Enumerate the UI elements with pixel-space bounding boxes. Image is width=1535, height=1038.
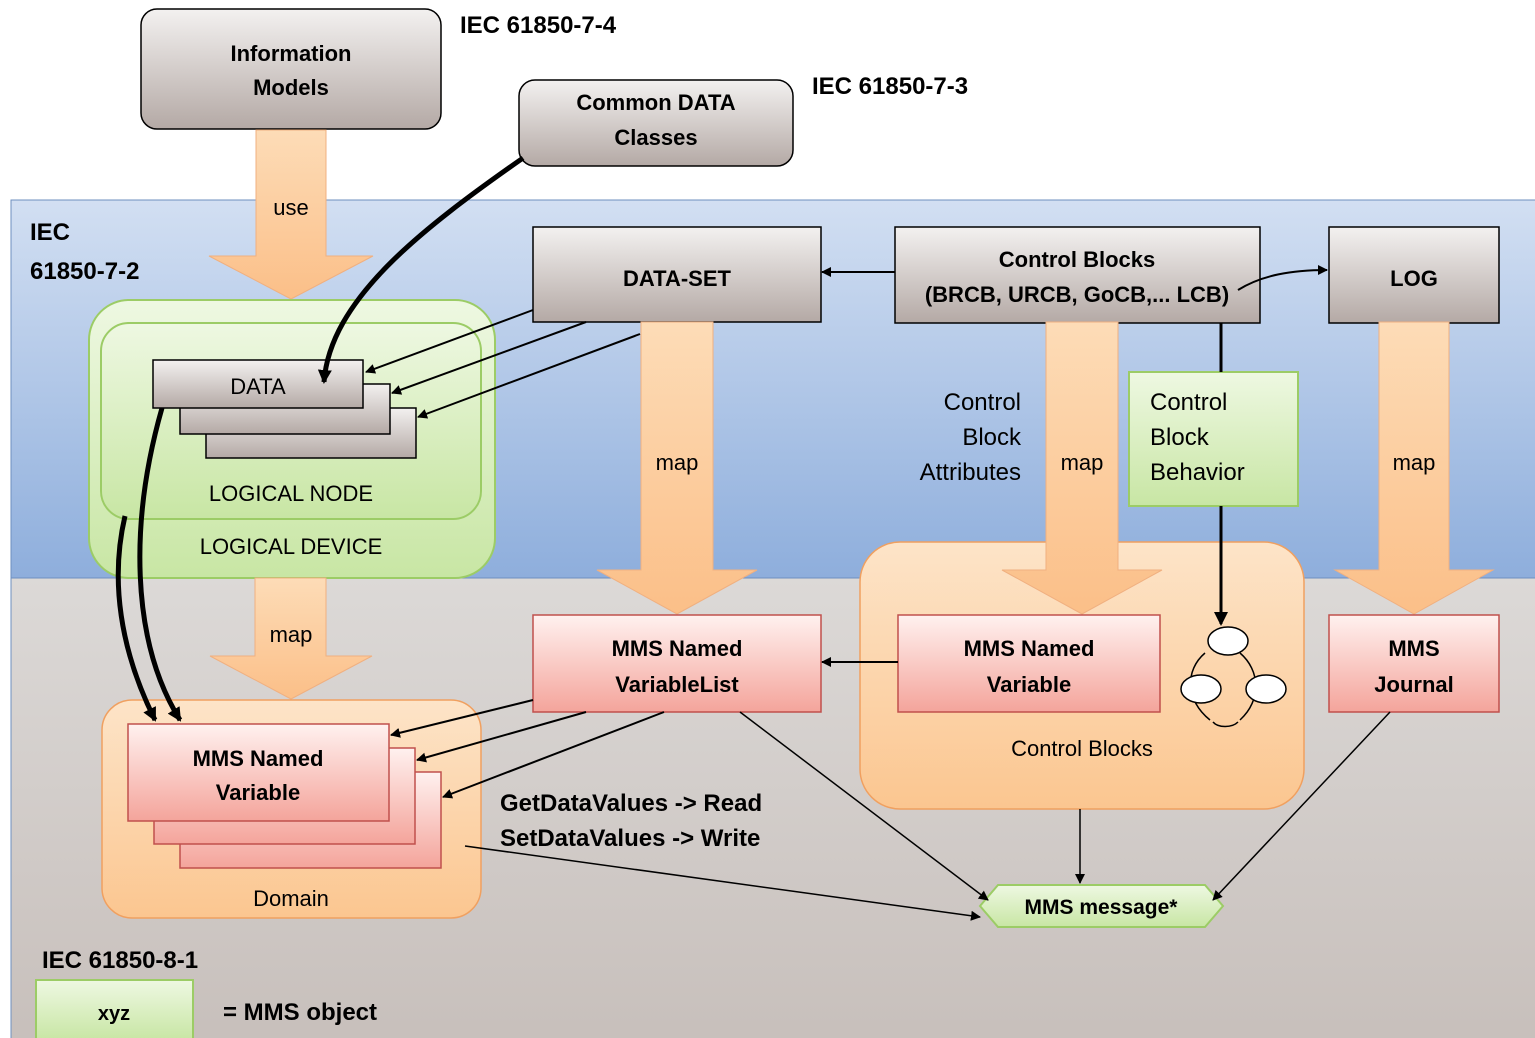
logical-device-label: LOGICAL DEVICE	[200, 534, 383, 559]
data-to-mmsvar-curve-1	[137, 407, 183, 722]
information-models-box	[140, 8, 442, 130]
control-blocks-box	[894, 226, 1261, 324]
cb-to-log-arrow	[1237, 265, 1328, 291]
common-data-classes-line1: Common DATA	[576, 90, 735, 115]
logical-node-label: LOGICAL NODE	[209, 481, 373, 506]
log-map-arrow	[1333, 321, 1495, 615]
log-map-label: map	[1393, 450, 1436, 475]
data-to-mmsvar-curve-2	[115, 515, 158, 722]
cb-behavior-line1: Control	[1150, 389, 1227, 416]
common-data-classes-box	[518, 79, 794, 167]
varlist-var-arrow-2	[416, 711, 587, 763]
service-write: SetDataValues -> Write	[500, 825, 760, 852]
iec-7-2-label-2: 61850-7-2	[30, 258, 139, 285]
service-read: GetDataValues -> Read	[500, 790, 762, 817]
dataset-map-arrow	[596, 321, 758, 615]
mms-journal-line2: Journal	[1374, 672, 1453, 697]
varlist-var-arrow-3	[442, 711, 665, 799]
use-arrow	[208, 129, 374, 300]
dataset-data-arrow-1	[365, 309, 534, 374]
dataset-data-arrow-2	[391, 321, 587, 395]
common-data-classes-line2: Classes	[614, 125, 697, 150]
mms-journal-box	[1328, 614, 1500, 713]
cb-behavior-line2: Block	[1150, 424, 1210, 451]
data-set-box	[532, 226, 822, 323]
use-label: use	[273, 195, 308, 220]
varlist-var-arrow-1	[390, 699, 534, 738]
mms-named-variable-line2: Variable	[216, 780, 300, 805]
data-set-label: DATA-SET	[623, 266, 732, 291]
log-box	[1328, 226, 1500, 324]
information-models-line2: Models	[253, 75, 329, 100]
mms-named-variablelist-box	[532, 614, 822, 713]
control-blocks-line2: (BRCB, URCB, GoCB,... LCB)	[925, 282, 1229, 307]
mms-named-variable-line1: MMS Named	[193, 746, 324, 771]
legend-sample-text: xyz	[98, 1003, 130, 1025]
cb-map-arrow	[1001, 321, 1163, 615]
ld-map-arrow	[209, 577, 373, 700]
cb-attributes-line1: Control	[944, 389, 1021, 416]
state-machine-icon	[1180, 626, 1287, 728]
ld-map-label: map	[270, 622, 313, 647]
mms-journal-line1: MMS	[1388, 636, 1439, 661]
iec-7-3-label: IEC 61850-7-3	[812, 73, 968, 100]
dataset-data-arrow-3	[417, 333, 641, 419]
mms-named-variablelist-line2: VariableList	[615, 672, 739, 697]
legend-meaning-text: = MMS object	[223, 999, 377, 1026]
cb-map-label: map	[1061, 450, 1104, 475]
iec-8-1-label: IEC 61850-8-1	[42, 947, 198, 974]
iec-7-2-label-1: IEC	[30, 219, 70, 246]
data-label: DATA	[230, 374, 286, 399]
dataset-map-label: map	[656, 450, 699, 475]
varlist-to-message-arrow	[739, 711, 989, 901]
iec-7-4-label: IEC 61850-7-4	[460, 12, 617, 39]
legend-sample-box	[35, 979, 194, 1038]
cb-behavior-box	[1128, 371, 1299, 507]
cb-mms-named-variable-line1: MMS Named	[964, 636, 1095, 661]
mms-named-variable-box	[127, 723, 390, 822]
cb-mms-named-variable-box	[897, 614, 1161, 713]
mms-message-shape	[978, 884, 1225, 928]
log-label: LOG	[1390, 266, 1438, 291]
control-blocks-group-label: Control Blocks	[1011, 736, 1153, 761]
journal-to-message-arrow	[1212, 711, 1391, 901]
cdc-to-data-arrow	[317, 155, 525, 384]
cb-mms-named-variable-line2: Variable	[987, 672, 1071, 697]
mms-named-variablelist-line1: MMS Named	[612, 636, 743, 661]
cb-behavior-line3: Behavior	[1150, 459, 1245, 486]
cb-attributes-line3: Attributes	[920, 459, 1021, 486]
domain-label: Domain	[253, 886, 329, 911]
mms-message-label: MMS message*	[1025, 896, 1179, 919]
control-blocks-line1: Control Blocks	[999, 247, 1155, 272]
information-models-line1: Information	[231, 41, 352, 66]
domain-to-message-arrow	[464, 845, 981, 921]
cb-attributes-line2: Block	[962, 424, 1022, 451]
